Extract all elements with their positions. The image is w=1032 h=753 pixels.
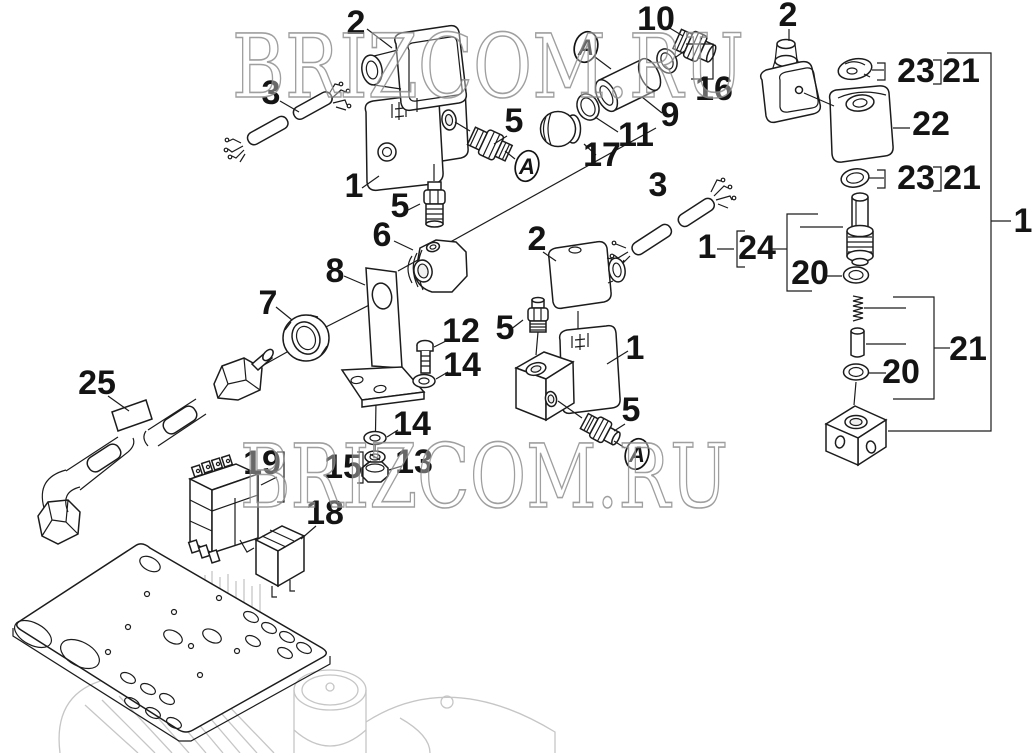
hex-nipple-fitting: [423, 181, 446, 228]
part-label-19-36: 19: [243, 444, 281, 482]
spring: [852, 295, 864, 322]
o-ring: [842, 266, 870, 284]
part-label-20-22: 20: [882, 353, 920, 391]
part-label-21-12: 21: [942, 52, 980, 90]
part-label-2-10: 2: [779, 0, 798, 34]
part-label-24-19: 24: [738, 229, 776, 267]
part-label-17-9: 17: [583, 136, 621, 174]
din-connector-plug: [759, 38, 822, 124]
part-label-10-5: 10: [637, 0, 675, 38]
part-label-9-7: 9: [661, 96, 680, 134]
cable: [609, 177, 737, 269]
contactor: [187, 454, 261, 564]
detail-marker-letter: A: [518, 154, 535, 179]
part-label-23-14: 23: [897, 159, 935, 197]
part-label-6-27: 6: [373, 216, 392, 254]
detail-marker-ellipse: [624, 437, 650, 471]
hex-nipple-fitting: [579, 412, 621, 446]
o-ring: [576, 93, 600, 121]
part-label-2-0: 2: [347, 4, 366, 42]
valve-block: [824, 405, 888, 467]
detail-marker-letter: A: [628, 442, 645, 467]
detail-marker-ellipse: [514, 149, 540, 183]
part-label-5-26: 5: [622, 391, 641, 429]
flat-seal: [837, 57, 873, 81]
detail-marker-A-0: A: [573, 30, 599, 64]
detail-markers: A A A: [514, 30, 650, 471]
part-label-21-15: 21: [943, 159, 981, 197]
part-label-1-18: 1: [698, 228, 717, 266]
part-label-5-4: 5: [391, 187, 410, 225]
leader-lines: [107, 26, 1011, 540]
part-label-11-8: 11: [618, 116, 654, 154]
part-label-3-1: 3: [262, 74, 281, 112]
part-label-13-35: 13: [395, 443, 433, 481]
part-label-3-17: 3: [649, 166, 668, 204]
hose-assembly: [37, 348, 274, 545]
mounting-plate: [12, 543, 331, 742]
screw: [416, 339, 434, 374]
sealing-plug: [539, 110, 582, 148]
detail-marker-letter: A: [577, 35, 594, 60]
cable: [223, 81, 352, 163]
mounting-bracket: [340, 267, 426, 408]
hex-nipple-fitting: [466, 126, 514, 162]
part-label-5-24: 5: [496, 309, 515, 347]
detail-marker-A-1: A: [514, 149, 540, 183]
washer-locknut-stack: [361, 430, 389, 483]
relay: [254, 525, 306, 598]
hex-nipple-fitting: [671, 28, 717, 63]
solenoid-valve-assembly: [361, 24, 469, 192]
part-label-2-23: 2: [528, 220, 547, 258]
ring-nut: [282, 314, 330, 362]
part-label-7-29: 7: [259, 284, 278, 322]
part-label-15-34: 15: [324, 448, 362, 486]
part-label-12-30: 12: [442, 312, 480, 350]
part-label-21-21: 21: [949, 330, 987, 368]
part-label-22-13: 22: [912, 105, 950, 143]
part-label-1-25: 1: [626, 329, 645, 367]
solenoid-valve-assembly: [514, 240, 626, 422]
detail-marker-A-2: A: [624, 437, 650, 471]
hex-nipple-fitting: [527, 296, 549, 333]
part-label-14-33: 14: [393, 405, 431, 443]
part-label-14-31: 14: [443, 346, 481, 384]
o-ring: [656, 48, 678, 74]
armature-guide-stem: [846, 192, 874, 267]
part-label-16-6: 16: [695, 70, 733, 108]
solenoid-coil: [828, 85, 894, 163]
part-label-8-28: 8: [326, 252, 345, 290]
part-label-1-16: 1: [1014, 202, 1032, 240]
part-label-5-3: 5: [505, 102, 524, 140]
part-label-25-32: 25: [78, 364, 116, 402]
o-ring: [842, 363, 870, 381]
sleeve: [594, 57, 662, 113]
part-label-23-11: 23: [897, 52, 935, 90]
part-label-1-2: 1: [345, 167, 364, 205]
washer: [412, 373, 436, 389]
hex-fitting: [407, 239, 468, 293]
watermarks: BRIZCOM.RU BRIZCOM.RU: [231, 14, 745, 529]
detail-marker-ellipse: [573, 30, 599, 64]
watermark-middle: BRIZCOM.RU: [240, 425, 728, 528]
part-label-20-20: 20: [791, 254, 829, 292]
o-ring: [840, 168, 870, 188]
valve-pin: [850, 327, 865, 358]
part-label-18-37: 18: [306, 494, 344, 532]
watermark-top: BRIZCOM.RU: [232, 15, 744, 118]
